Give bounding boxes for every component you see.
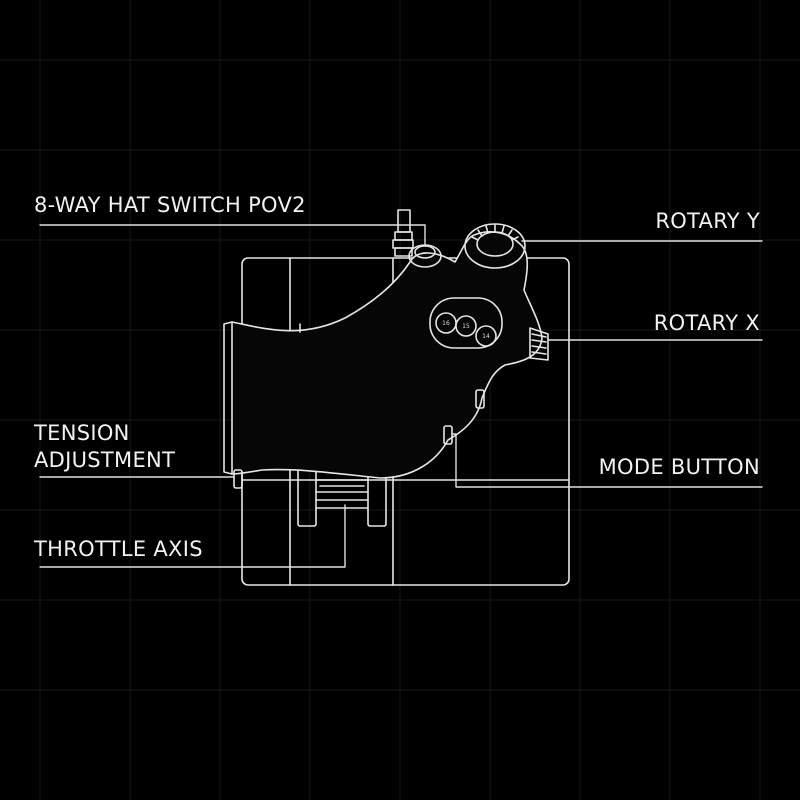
leader-lines <box>39 224 763 568</box>
button-14-label: 14 <box>482 333 490 340</box>
button-16-label: 16 <box>442 320 450 327</box>
handle-side-detail <box>223 321 301 489</box>
button-15-label: 15 <box>462 323 470 330</box>
rotary-y-knob <box>464 223 526 269</box>
leader-mode-button <box>451 433 763 488</box>
label-tension-line2: ADJUSTMENT <box>34 448 176 472</box>
label-tension-line1: TENSION <box>34 421 130 445</box>
label-rotary-y: ROTARY Y <box>655 209 760 233</box>
label-throttle-axis: THROTTLE AXIS <box>34 537 203 561</box>
label-mode-button: MODE BUTTON <box>598 455 760 479</box>
button-pad <box>429 297 503 349</box>
label-rotary-x: ROTARY X <box>653 311 760 335</box>
mode-button-shape <box>443 389 485 445</box>
throttle-slot <box>297 467 387 527</box>
leader-hat-switch <box>39 224 426 245</box>
rotary-x-knob <box>529 327 549 361</box>
label-hat-switch: 8-WAY HAT SWITCH POV2 <box>34 193 306 217</box>
hat-switch <box>392 209 442 268</box>
leader-throttle-axis <box>39 504 346 568</box>
throttle-handle <box>231 231 543 479</box>
